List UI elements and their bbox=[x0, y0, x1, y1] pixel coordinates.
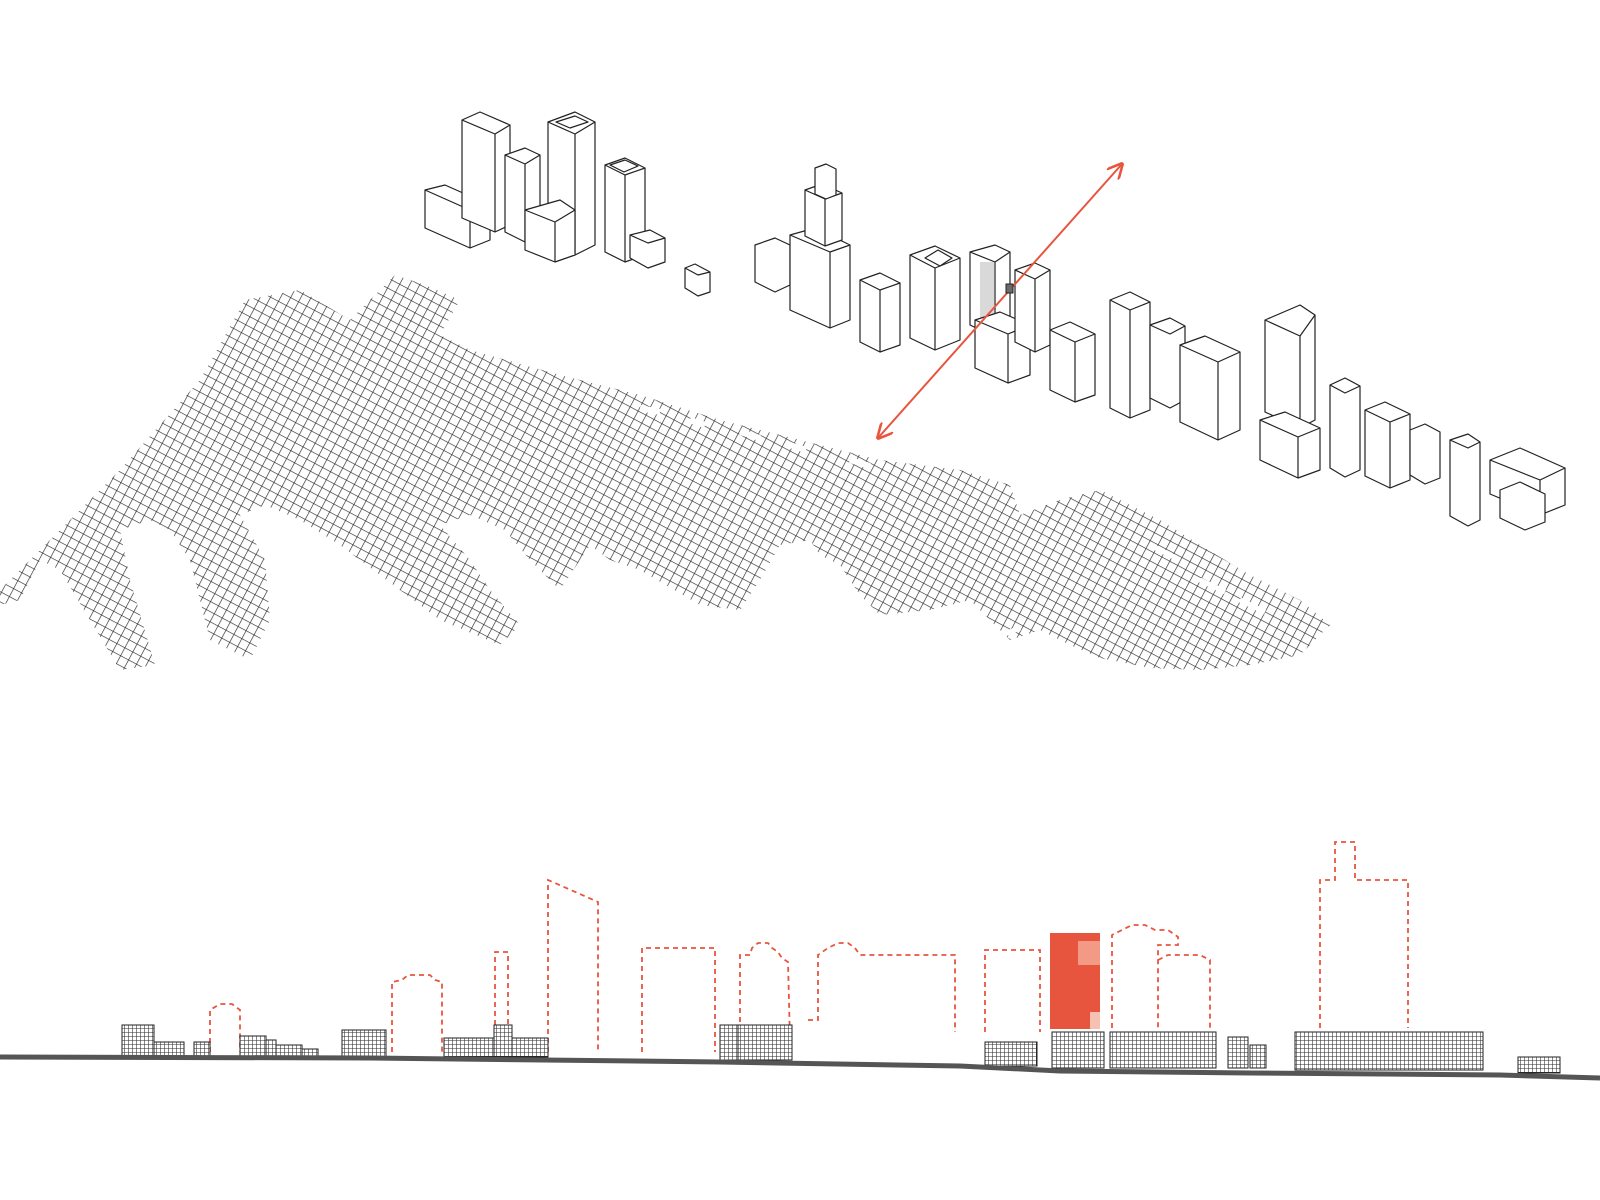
highlighted-tower-step bbox=[1078, 941, 1100, 965]
tower-envelopes bbox=[209, 841, 1409, 1052]
existing-blocks bbox=[121, 1024, 1561, 1074]
highlighted-tower-base bbox=[1090, 1012, 1100, 1029]
section-marker bbox=[1005, 283, 1014, 294]
section-cut-line bbox=[878, 164, 1122, 438]
double-headed-arrow-icon bbox=[878, 164, 1122, 438]
building-cluster-west bbox=[424, 111, 711, 297]
building-cluster-east bbox=[1259, 304, 1566, 531]
highlighted-tower bbox=[1050, 933, 1100, 1029]
skyline-elevation bbox=[0, 841, 1600, 1081]
ground-line bbox=[0, 1054, 1600, 1081]
waterfront-site-hatch bbox=[0, 275, 1330, 670]
building-cluster-centre bbox=[754, 163, 1241, 441]
site-landmass bbox=[0, 275, 1330, 670]
